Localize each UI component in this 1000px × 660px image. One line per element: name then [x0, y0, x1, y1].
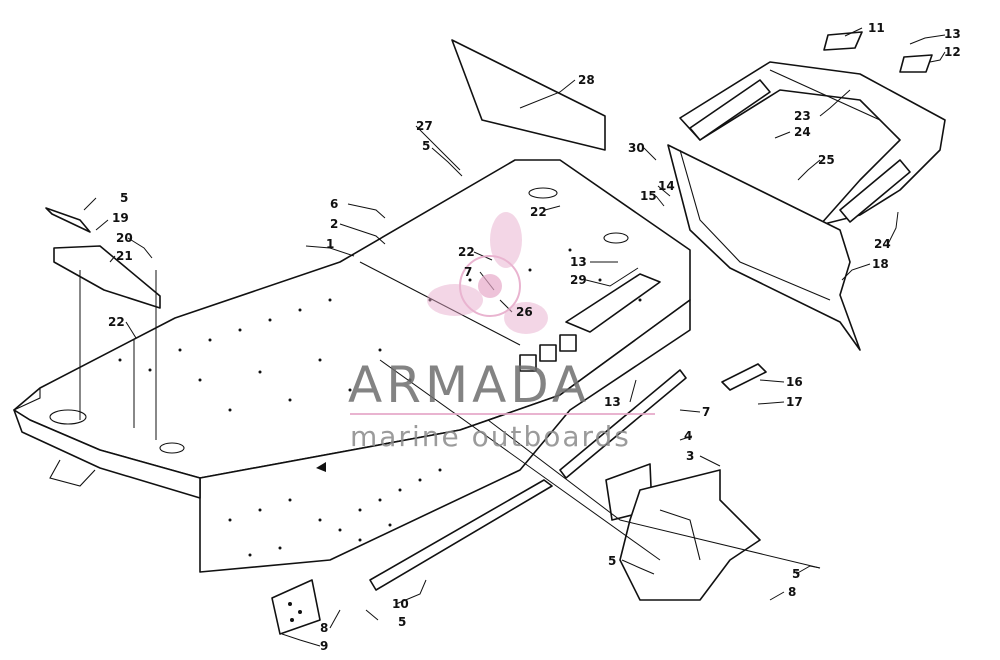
step-pads: [519, 273, 661, 372]
callout-23: 23: [794, 109, 811, 123]
watermark-tagline: marine outboards: [350, 420, 631, 453]
callout-3: 3: [686, 449, 694, 463]
callout-9: 9: [320, 639, 328, 653]
callout-18: 18: [872, 257, 889, 271]
watermark-brand: ARMADA: [348, 356, 590, 414]
callout-24a: 24: [794, 125, 811, 139]
callout-13b: 13: [570, 255, 587, 269]
callout-28: 28: [578, 73, 595, 87]
callout-11: 11: [868, 21, 885, 35]
right-skid: [605, 463, 761, 601]
callout-22a: 22: [530, 205, 547, 219]
callout-12: 12: [944, 45, 961, 59]
callout-5a: 5: [422, 139, 430, 153]
callout-26: 26: [516, 305, 533, 319]
callout-24b: 24: [874, 237, 891, 251]
leader-lines: [79, 27, 946, 647]
rear-flap: [667, 144, 861, 351]
callout-7b: 7: [702, 405, 710, 419]
callout-16: 16: [786, 375, 803, 389]
callout-17: 17: [786, 395, 803, 409]
left-plate: [271, 579, 321, 635]
propeller-blade-top: [490, 212, 522, 268]
callout-22b: 22: [458, 245, 475, 259]
callout-21: 21: [116, 249, 133, 263]
callout-5b: 5: [120, 191, 128, 205]
callout-13a: 13: [944, 27, 961, 41]
strip-part-16: [721, 363, 767, 391]
callout-1: 1: [326, 237, 334, 251]
decal-part-12: [899, 54, 933, 73]
callout-30: 30: [628, 141, 645, 155]
callout-labels: 1 2 3 4 5 5 5 5 5 6 7 7 8 8 9 10 11 12 1…: [108, 21, 961, 653]
callout-5c: 5: [608, 554, 616, 568]
callout-5e: 5: [398, 615, 406, 629]
callout-27: 27: [416, 119, 433, 133]
callout-29: 29: [570, 273, 587, 287]
callout-15: 15: [640, 189, 657, 203]
callout-20: 20: [116, 231, 133, 245]
rear-bumper: [679, 31, 946, 226]
callout-7a: 7: [464, 265, 472, 279]
side-rail: [369, 369, 687, 591]
callout-2: 2: [330, 217, 338, 231]
left-bracket: [45, 207, 161, 309]
callout-13c: 13: [604, 395, 621, 409]
callout-5d: 5: [792, 567, 800, 581]
armada-watermark: ARMADA marine outboards: [348, 212, 655, 453]
callout-8a: 8: [788, 585, 796, 599]
propeller-blade-left: [427, 284, 483, 316]
sheet-part-28: [451, 39, 606, 151]
callout-6: 6: [330, 197, 338, 211]
callout-4: 4: [684, 429, 692, 443]
propeller-blade-right: [504, 302, 548, 334]
callout-25: 25: [818, 153, 835, 167]
decal-part-11: [823, 31, 863, 51]
callout-22c: 22: [108, 315, 125, 329]
main-tunnel-panel: [13, 159, 691, 573]
callout-19: 19: [112, 211, 129, 225]
callout-8b: 8: [320, 621, 328, 635]
callout-10: 10: [392, 597, 409, 611]
callout-14: 14: [658, 179, 675, 193]
hole-pattern: [118, 248, 642, 557]
